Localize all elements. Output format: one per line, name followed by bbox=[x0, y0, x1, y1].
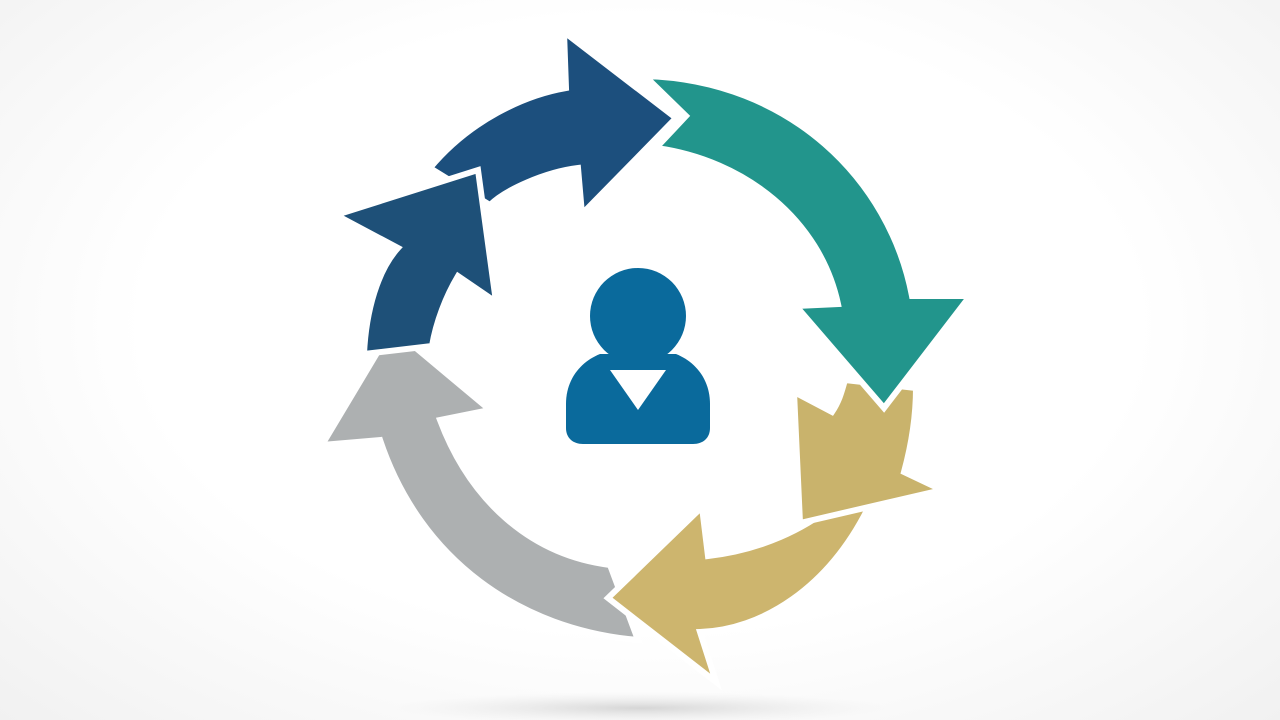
teal-arrow bbox=[637, 72, 977, 413]
person-head bbox=[590, 268, 686, 364]
floor-shadow bbox=[390, 692, 890, 720]
gray-arrow bbox=[316, 323, 643, 644]
navy-arrow-top bbox=[425, 25, 681, 221]
person-collar bbox=[610, 370, 666, 410]
navy-arrow-left bbox=[328, 166, 500, 358]
gold-arrow-bottom bbox=[603, 497, 877, 691]
person-icon bbox=[566, 268, 710, 444]
gold-arrow-right bbox=[790, 376, 952, 527]
